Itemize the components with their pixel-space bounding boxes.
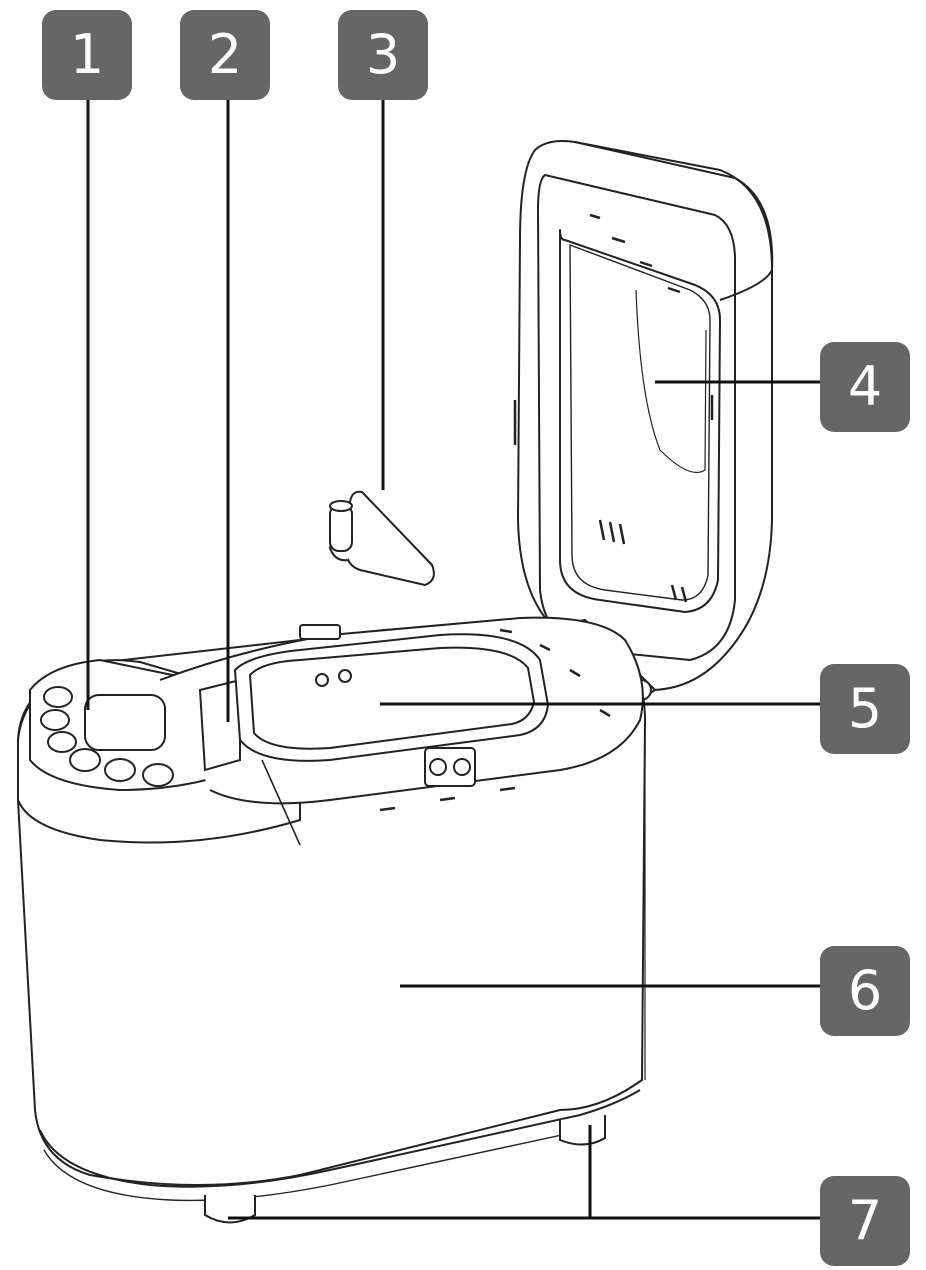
callout-badge-7: 7 [820, 1176, 910, 1266]
display-screen [84, 694, 166, 751]
baking-chamber-wall [198, 678, 241, 772]
feet [204, 1115, 606, 1224]
callout-badge-6: 6 [820, 946, 910, 1036]
callout-badge-4: 4 [820, 342, 910, 432]
lid-viewing-window [559, 229, 721, 613]
control-panel-buttons [40, 686, 174, 787]
callout-badge-3: 3 [338, 10, 428, 100]
callout-badge-1: 1 [42, 10, 132, 100]
kneading-paddle [329, 490, 435, 586]
callout-badge-2: 2 [180, 10, 270, 100]
lid [513, 140, 774, 701]
baking-chamber [159, 616, 644, 846]
leader-lines [86, 100, 820, 1220]
callout-badge-5: 5 [820, 664, 910, 754]
